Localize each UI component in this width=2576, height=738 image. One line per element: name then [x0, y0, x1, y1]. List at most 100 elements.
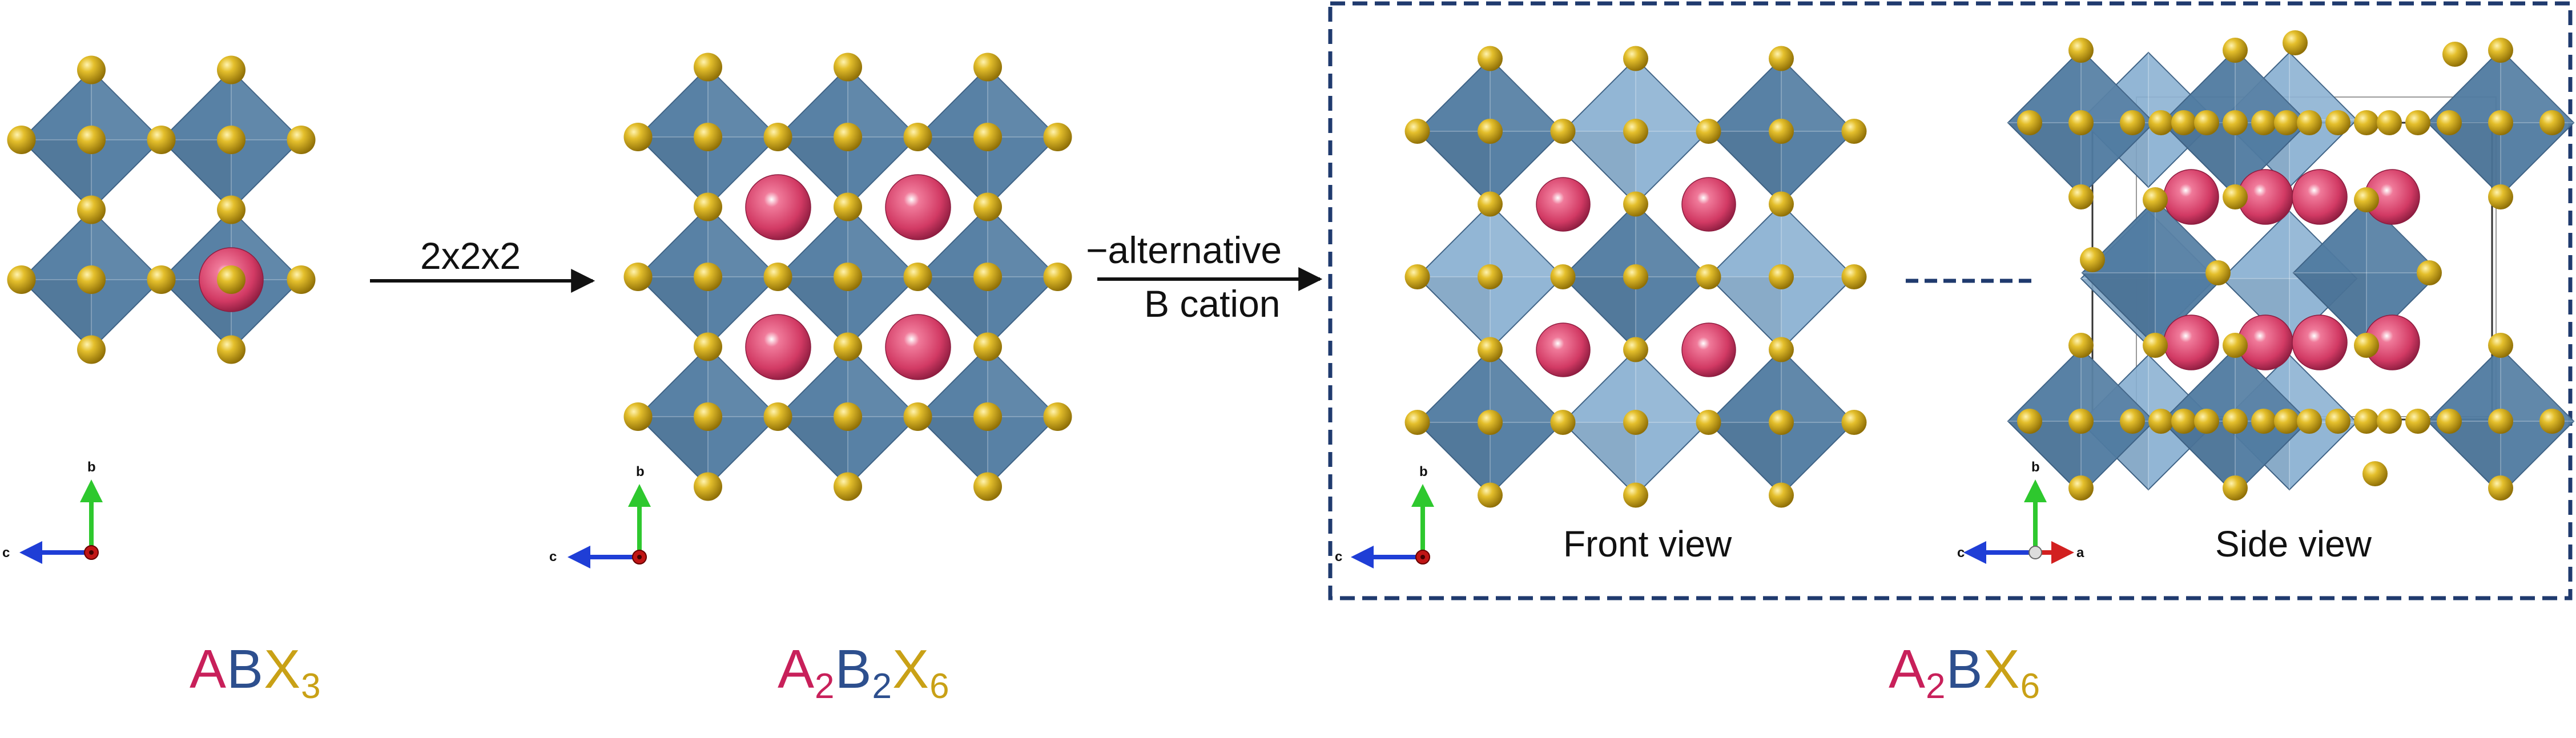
x-anion-sphere [2017, 409, 2042, 434]
x-anion-sphere [2405, 110, 2430, 135]
a-cation-sphere [745, 174, 811, 240]
x-anion-sphere [77, 195, 106, 224]
x-anion-sphere [694, 472, 722, 501]
x-anion-sphere [1043, 123, 1072, 151]
bx6-octahedron [1562, 349, 1709, 496]
x-anion-sphere [2148, 110, 2174, 135]
x-anion-sphere [2068, 184, 2094, 209]
x-anion-sphere [2143, 333, 2168, 358]
x-anion-sphere [2251, 409, 2276, 434]
x-anion-sphere [2080, 247, 2105, 272]
x-anion-sphere [2223, 38, 2248, 63]
x-anion-sphere [1478, 119, 1503, 144]
x-anion-sphere [7, 126, 36, 154]
x-anion-sphere [1769, 191, 1794, 217]
x-anion-sphere [1769, 410, 1794, 435]
x-anion-sphere [973, 123, 1002, 151]
x-anion-sphere [2354, 187, 2379, 212]
x-anion-sphere [2488, 333, 2513, 358]
abx3-structure [7, 55, 316, 364]
x-anion-sphere [834, 332, 862, 361]
x-anion-sphere [2442, 42, 2468, 67]
axis-c-label-2: c [549, 549, 557, 564]
x-anion-sphere [2539, 110, 2565, 135]
x-anion-sphere [694, 263, 722, 291]
x-anion-sphere [2171, 409, 2196, 434]
a2b2x6-structure [623, 53, 1072, 501]
supercell-label: 2x2x2 [420, 235, 521, 277]
x-anion-sphere [1841, 119, 1867, 144]
axis-b-label-3: b [1419, 464, 1428, 479]
a2bx6-side-view-structure [2007, 30, 2575, 501]
x-anion-sphere [1696, 119, 1721, 144]
x-anion-sphere [1404, 119, 1430, 144]
x-anion-sphere [217, 265, 245, 294]
x-anion-sphere [1478, 46, 1503, 71]
x-anion-sphere [763, 263, 792, 291]
x-anion-sphere [2437, 409, 2462, 434]
x-anion-sphere [1550, 410, 1576, 435]
substitution-label-line2: B cation [1144, 283, 1281, 325]
axis-triad [19, 479, 103, 564]
x-anion-sphere [834, 192, 862, 221]
x-anion-sphere [217, 55, 245, 84]
substitution-label-line1: −alternative [1086, 229, 1282, 271]
formula-a2bx6: A2BX6 [1889, 639, 2041, 706]
x-anion-sphere [1841, 264, 1867, 289]
x-anion-sphere [1404, 264, 1430, 289]
highlight-box [1328, 1, 2573, 600]
x-anion-sphere [973, 402, 1002, 431]
a-cation-sphere [1536, 177, 1591, 232]
formula-a2b2x6: A2B2X6 [778, 639, 950, 706]
x-anion-sphere [1623, 264, 1648, 289]
x-anion-sphere [77, 265, 106, 294]
axis-triad [1351, 484, 1434, 568]
x-anion-sphere [1623, 337, 1648, 362]
x-anion-sphere [2068, 409, 2094, 434]
x-anion-sphere [834, 53, 862, 82]
x-anion-sphere [2194, 110, 2219, 135]
x-anion-sphere [1769, 482, 1794, 508]
x-anion-sphere [2488, 475, 2513, 501]
x-anion-sphere [694, 123, 722, 151]
axis-c-label-3: c [1335, 549, 1343, 564]
x-anion-sphere [694, 402, 722, 431]
x-anion-sphere [147, 126, 176, 154]
x-anion-sphere [2068, 333, 2094, 358]
x-anion-sphere [2223, 184, 2248, 209]
x-anion-sphere [2297, 110, 2322, 135]
x-anion-sphere [1404, 410, 1430, 435]
axis-b-label-2: b [636, 464, 645, 479]
axis-b-label-4: b [2031, 459, 2040, 475]
x-anion-sphere [2488, 38, 2513, 63]
x-anion-sphere [217, 126, 245, 154]
x-anion-sphere [2539, 409, 2565, 434]
x-anion-sphere [973, 472, 1002, 501]
x-anion-sphere [2120, 110, 2145, 135]
side-view-label: Side view [2215, 523, 2372, 564]
x-anion-sphere [2488, 184, 2513, 209]
x-anion-sphere [2223, 475, 2248, 501]
a-cation-sphere [885, 314, 951, 380]
x-anion-sphere [77, 126, 106, 154]
x-anion-sphere [623, 263, 653, 291]
x-anion-sphere [763, 123, 792, 151]
x-anion-sphere [2362, 461, 2388, 486]
x-anion-sphere [2223, 333, 2248, 358]
x-anion-sphere [1478, 410, 1503, 435]
x-anion-sphere [2354, 409, 2379, 434]
x-anion-sphere [287, 265, 316, 294]
x-anion-sphere [1550, 119, 1576, 144]
x-anion-sphere [2437, 110, 2462, 135]
x-anion-sphere [1623, 191, 1648, 217]
x-anion-sphere [2297, 409, 2322, 434]
x-anion-sphere [2354, 110, 2379, 135]
x-anion-sphere [2274, 409, 2299, 434]
x-anion-sphere [834, 472, 862, 501]
a-cation-sphere [1681, 177, 1736, 232]
x-anion-sphere [1478, 482, 1503, 508]
x-anion-sphere [2205, 260, 2231, 285]
x-anion-sphere [2417, 260, 2442, 285]
x-anion-sphere [2171, 110, 2196, 135]
x-anion-sphere [1043, 402, 1072, 431]
